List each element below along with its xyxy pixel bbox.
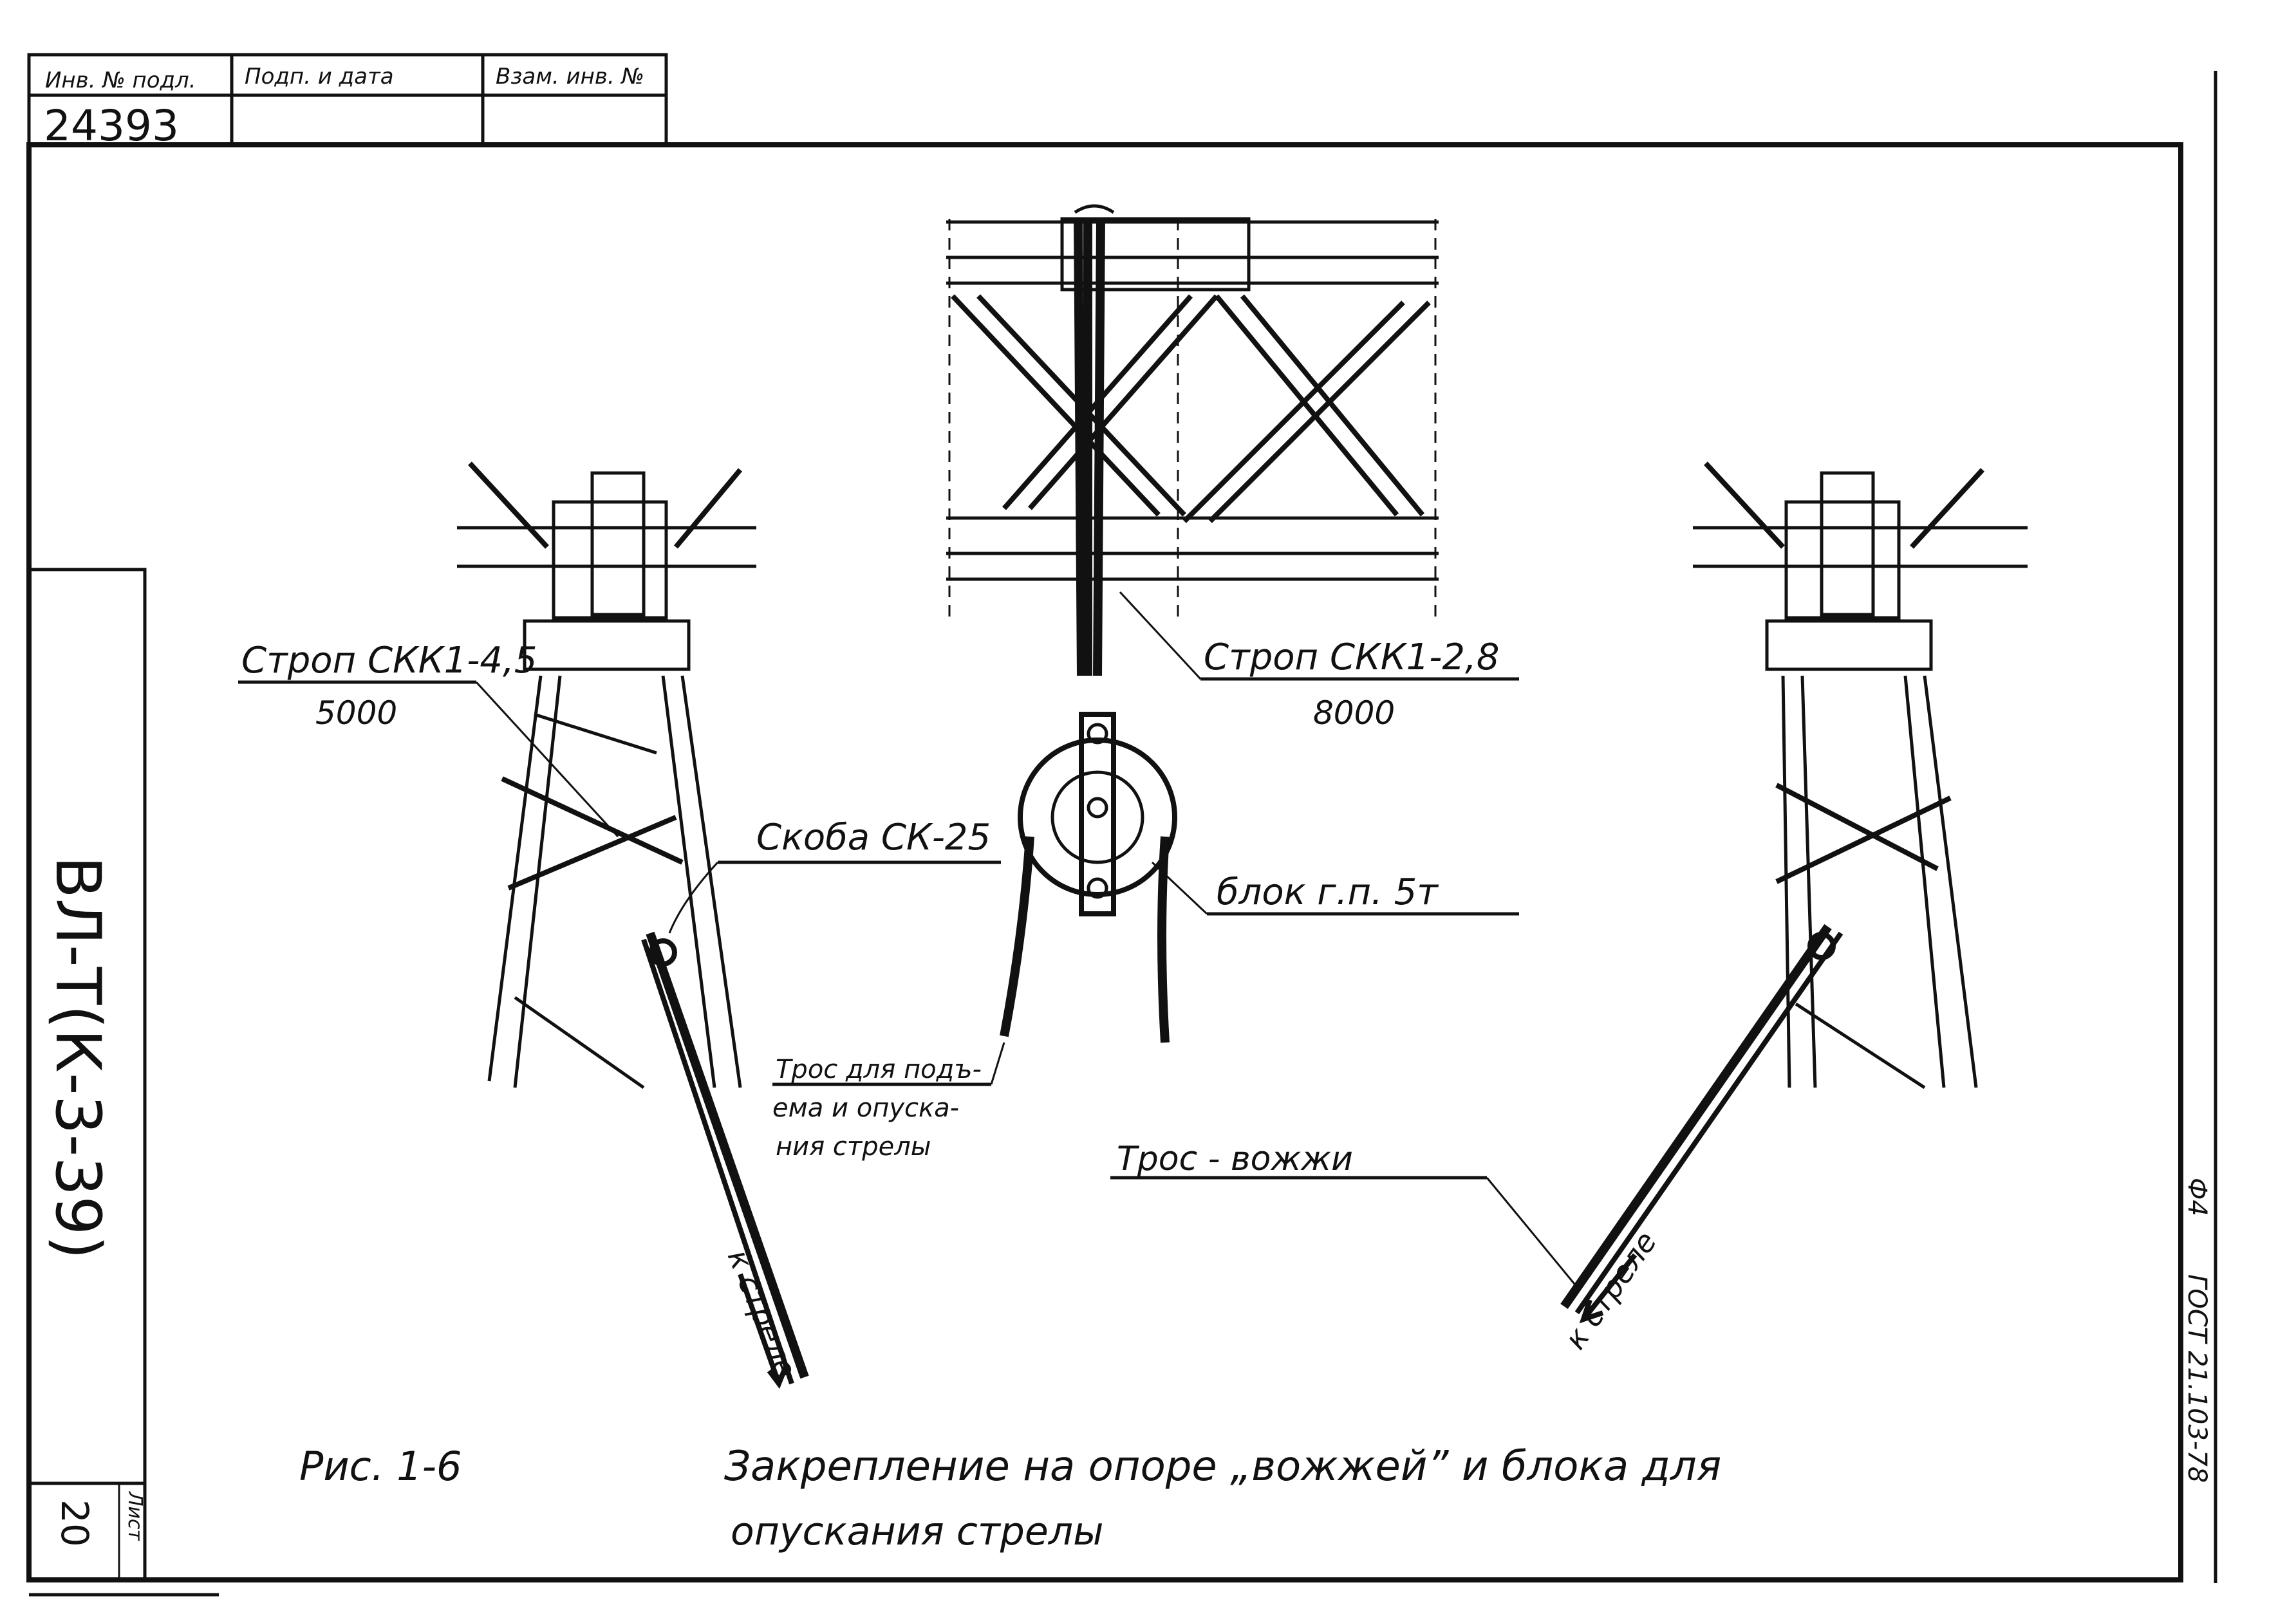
- inventory-number: 24393: [44, 101, 179, 151]
- right-rein-rope: [1560, 924, 1843, 1324]
- format-size: Ф4: [2182, 1178, 2212, 1216]
- hoist-rope-line1: Трос для подъ-: [776, 1055, 982, 1084]
- sling-center-length: 8000: [1313, 694, 1395, 732]
- caption-title-line2: опускания стрелы: [731, 1509, 1104, 1554]
- inventory-stamp: Инв. № подл. Подп. и дата Взам. инв. № 2…: [27, 53, 668, 151]
- left-tower: [457, 461, 756, 1090]
- hoist-rope-line3: ния стрелы: [776, 1132, 931, 1162]
- rein-rope-label: Трос - вожжи: [1117, 1140, 1353, 1178]
- figure-number: Рис. 1-6: [299, 1443, 462, 1490]
- center-truss: [946, 217, 1439, 618]
- block-label: блок г.п. 5т: [1217, 871, 1439, 913]
- sling-center-label: Строп СКК1-2,8: [1204, 636, 1499, 678]
- sheet-number: 20: [53, 1499, 97, 1547]
- stamp-inventory-header: Инв. № подл.: [45, 68, 196, 93]
- leader-lines: [238, 591, 1578, 1288]
- shackle-label: Скоба СК-25: [756, 817, 991, 858]
- center-sling-and-block: [1000, 204, 1177, 1043]
- caption-title-line1: Закрепление на опоре „вожжей” и блока дл…: [724, 1443, 1721, 1490]
- sheet-label: Лист: [124, 1491, 146, 1542]
- side-code-box: ВЛ-Т(К-3-39) Лист 20: [27, 568, 147, 1582]
- right-tower: [1693, 461, 2028, 1090]
- sling-left-label: Строп СКК1-4,5: [241, 640, 537, 682]
- drawing-frame: [26, 71, 2217, 1597]
- format-standard: ГОСТ 21.103-78: [2182, 1274, 2212, 1483]
- sling-left-length: 5000: [315, 694, 397, 732]
- left-rein-rope: [641, 931, 809, 1389]
- side-code: ВЛ-Т(К-3-39): [42, 856, 114, 1259]
- stamp-signature-header: Подп. и дата: [245, 64, 394, 89]
- stamp-replacement-header: Взам. инв. №: [496, 64, 644, 89]
- hoist-rope-line2: ема и опуска-: [772, 1093, 959, 1123]
